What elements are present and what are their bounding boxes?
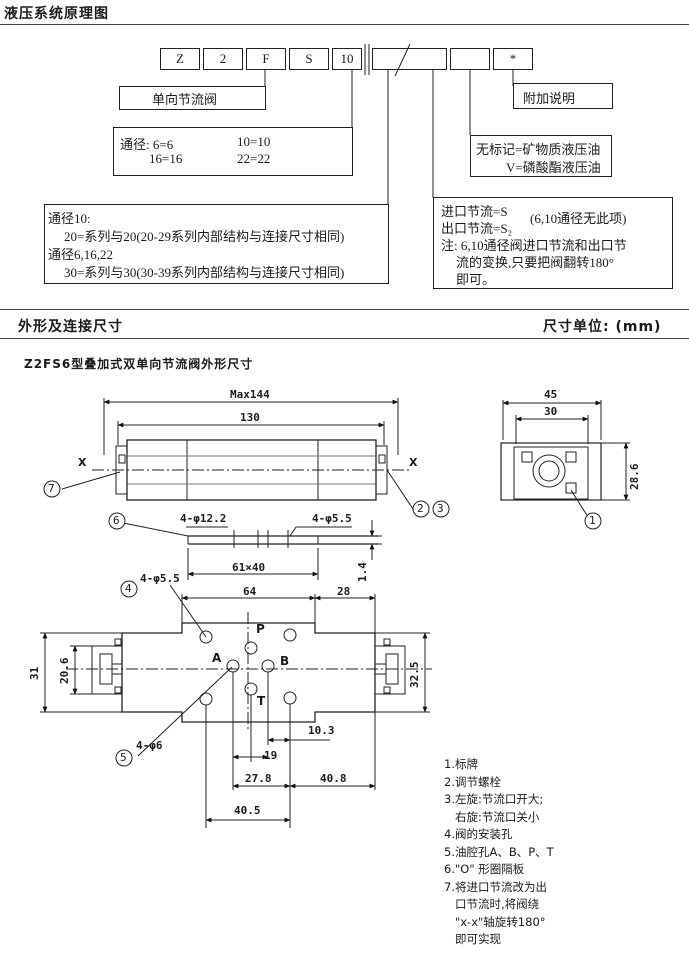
dim-61x40: 61×40: [232, 561, 266, 574]
dim-hole-6: 4-φ6: [136, 739, 163, 752]
dim-40-5: 40.5: [234, 804, 261, 817]
code-cell-note: *: [493, 48, 533, 70]
code-cell-series: [372, 48, 447, 70]
dim-30: 30: [544, 405, 558, 418]
code-cell-f: F: [246, 48, 286, 70]
series-line1: 通径10:: [48, 211, 91, 226]
section2-top-divider: [0, 309, 689, 310]
drawing-caption: Z2FS6型叠加式双单向节流阀外形尺寸: [24, 357, 254, 371]
code-cell-oil: [450, 48, 490, 70]
callout-3: 3: [437, 502, 444, 515]
legend-item: 1.标牌: [444, 757, 478, 771]
throttle-line2: 出口节流=S₂: [441, 221, 513, 236]
callout-2: 2: [417, 502, 424, 515]
code-cell-2: 2: [203, 48, 243, 70]
dim-28-6: 28.6: [628, 463, 641, 491]
dim-hole-5-5-left: 4-φ5.5: [140, 572, 180, 585]
valve-name-box: [119, 86, 266, 110]
bore-line2-a: 16=16: [149, 151, 183, 166]
series-box: [44, 204, 389, 284]
header-divider: [0, 24, 689, 25]
note-box: [513, 83, 613, 109]
legend-item: 2.调节螺栓: [444, 774, 501, 789]
port-t: T: [257, 694, 266, 708]
bore-line1-b: 10=10: [237, 134, 271, 149]
note-label: 附加说明: [523, 91, 576, 106]
dim-20-6: 20.6: [58, 657, 71, 685]
code-cell-z: Z: [160, 48, 200, 70]
dim-1-4: 1.4: [356, 562, 369, 582]
section-title-hydraulic: 液压系统原理图: [4, 6, 109, 22]
code-cell-s: S: [289, 48, 329, 70]
throttle-line3: 注: 6,10通径阀进口节流和出口节: [441, 238, 627, 253]
dim-31: 31: [28, 666, 41, 680]
series-line2: 20=系列与20(20-29系列内部结构与连接尺寸相同): [64, 229, 345, 244]
dim-hole-5-5-top: 4-φ5.5: [312, 512, 352, 525]
oil-line2: V=磷酸酯液压油: [506, 160, 601, 175]
legend-item: 4.阀的安装孔: [444, 827, 513, 841]
legend-item: 3.左旋:节流口开大;: [444, 792, 544, 806]
series-line3: 通径6,16,22: [48, 247, 114, 262]
legend-item: 口节流时,将阀绕: [444, 897, 540, 911]
throttle-line5: 即可。: [456, 272, 496, 287]
series-line4: 30=系列与30(30-39系列内部结构与连接尺寸相同): [64, 265, 345, 280]
dim-28: 28: [337, 585, 351, 598]
bore-box: [113, 127, 353, 176]
dim-45: 45: [544, 388, 558, 401]
dim-40-8: 40.8: [320, 772, 347, 785]
dim-max144: Max144: [230, 388, 270, 401]
legend-item: 6."O" 形圈隔板: [444, 862, 525, 876]
legend-item: 7.将进口节流改为出: [444, 879, 547, 894]
throttle-line1b: (6,10通径无此项): [530, 211, 627, 226]
dim-64: 64: [243, 585, 257, 598]
port-a: A: [212, 651, 222, 665]
callout-4: 4: [125, 582, 132, 595]
unit-label: 尺寸单位: (mm): [543, 319, 662, 335]
port-b: B: [280, 654, 290, 668]
dim-10-3: 10.3: [308, 724, 335, 737]
legend-list: 1.标牌 2.调节螺栓 3.左旋:节流口开大; 右旋:节流口关小 4.阀的安装孔…: [444, 756, 554, 949]
dim-19: 19: [264, 749, 278, 762]
dim-32-5: 32.5: [408, 661, 421, 689]
section-title-dimensions: 外形及连接尺寸: [18, 319, 123, 335]
valve-name-label: 单向节流阀: [152, 92, 218, 107]
callout-7: 7: [48, 482, 55, 495]
section2-bottom-divider: [0, 338, 689, 339]
legend-item: 即可实现: [444, 932, 501, 946]
legend-item: 5.油腔孔A、B、P、T: [444, 844, 554, 859]
callout-6: 6: [113, 514, 120, 527]
legend-item: 右旋:节流口关小: [444, 809, 540, 824]
dim-130: 130: [240, 411, 260, 424]
section-mark-right: X: [409, 456, 418, 469]
callout-1: 1: [589, 514, 596, 527]
bore-line2-b: 22=22: [237, 151, 271, 166]
throttle-box: [433, 197, 673, 289]
oil-line1: 无标记=矿物质液压油: [476, 142, 601, 157]
code-connector-lines: [264, 43, 514, 205]
throttle-line4: 流的变换,只要把阀翻转180°: [456, 255, 614, 270]
legend-item: "x-x"轴旋转180°: [444, 914, 546, 929]
port-p: P: [256, 622, 265, 636]
callout-5: 5: [120, 751, 127, 764]
dim-27-8: 27.8: [245, 772, 272, 785]
oil-box: [470, 135, 612, 177]
bore-line1-a: 通径: 6=6: [120, 137, 174, 152]
throttle-line1: 进口节流=S: [441, 204, 508, 219]
section-mark-left: X: [78, 456, 87, 469]
dim-hole-12-2: 4-φ12.2: [180, 512, 227, 525]
code-cell-10: 10: [332, 48, 362, 70]
